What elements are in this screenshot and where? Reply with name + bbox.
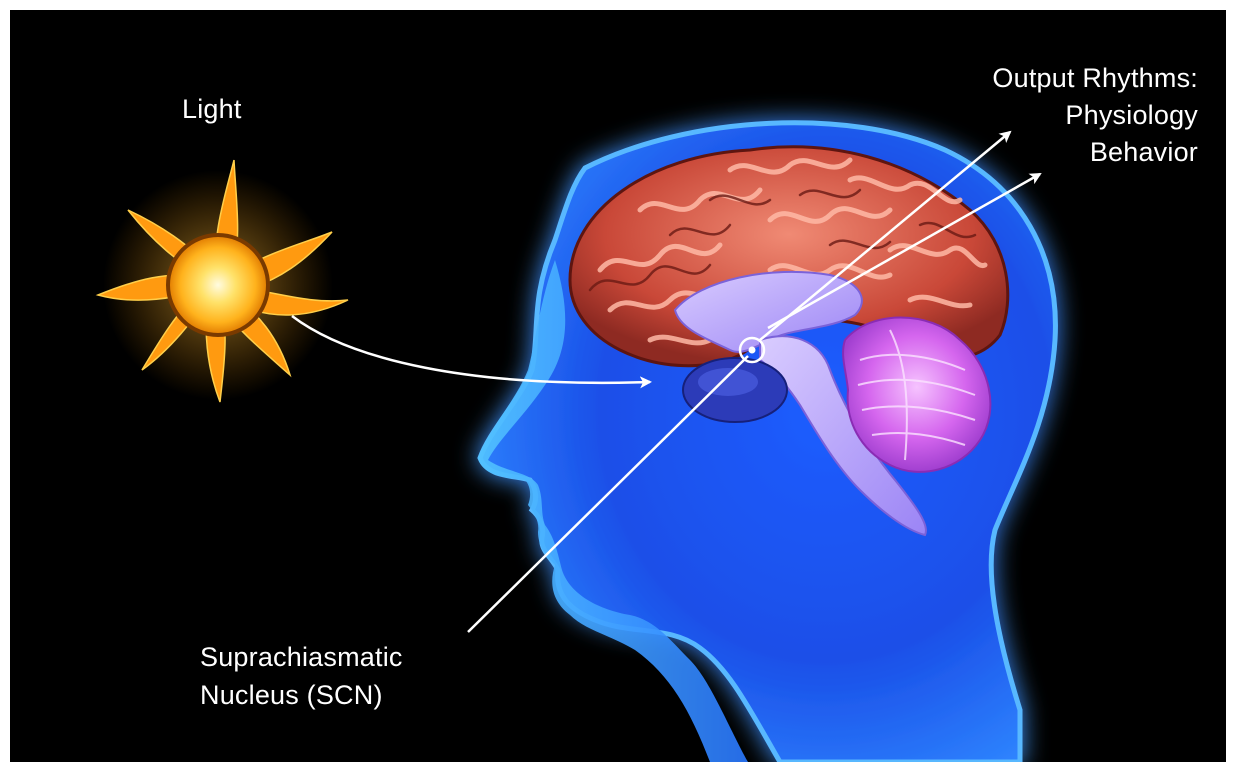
scn-line-2: Nucleus (SCN) <box>200 676 403 714</box>
label-scn: Suprachiasmatic Nucleus (SCN) <box>200 638 403 714</box>
scn-dot <box>749 347 756 354</box>
output-item-physiology: Physiology <box>992 97 1198 134</box>
output-title: Output Rhythms: <box>992 60 1198 97</box>
sun-icon <box>98 160 348 402</box>
label-light: Light <box>182 92 242 126</box>
output-item-behavior: Behavior <box>992 134 1198 171</box>
label-output-rhythms: Output Rhythms: Physiology Behavior <box>992 60 1198 171</box>
diagram-canvas: Light Output Rhythms: Physiology Behavio… <box>10 10 1226 762</box>
scn-line-1: Suprachiasmatic <box>200 638 403 676</box>
